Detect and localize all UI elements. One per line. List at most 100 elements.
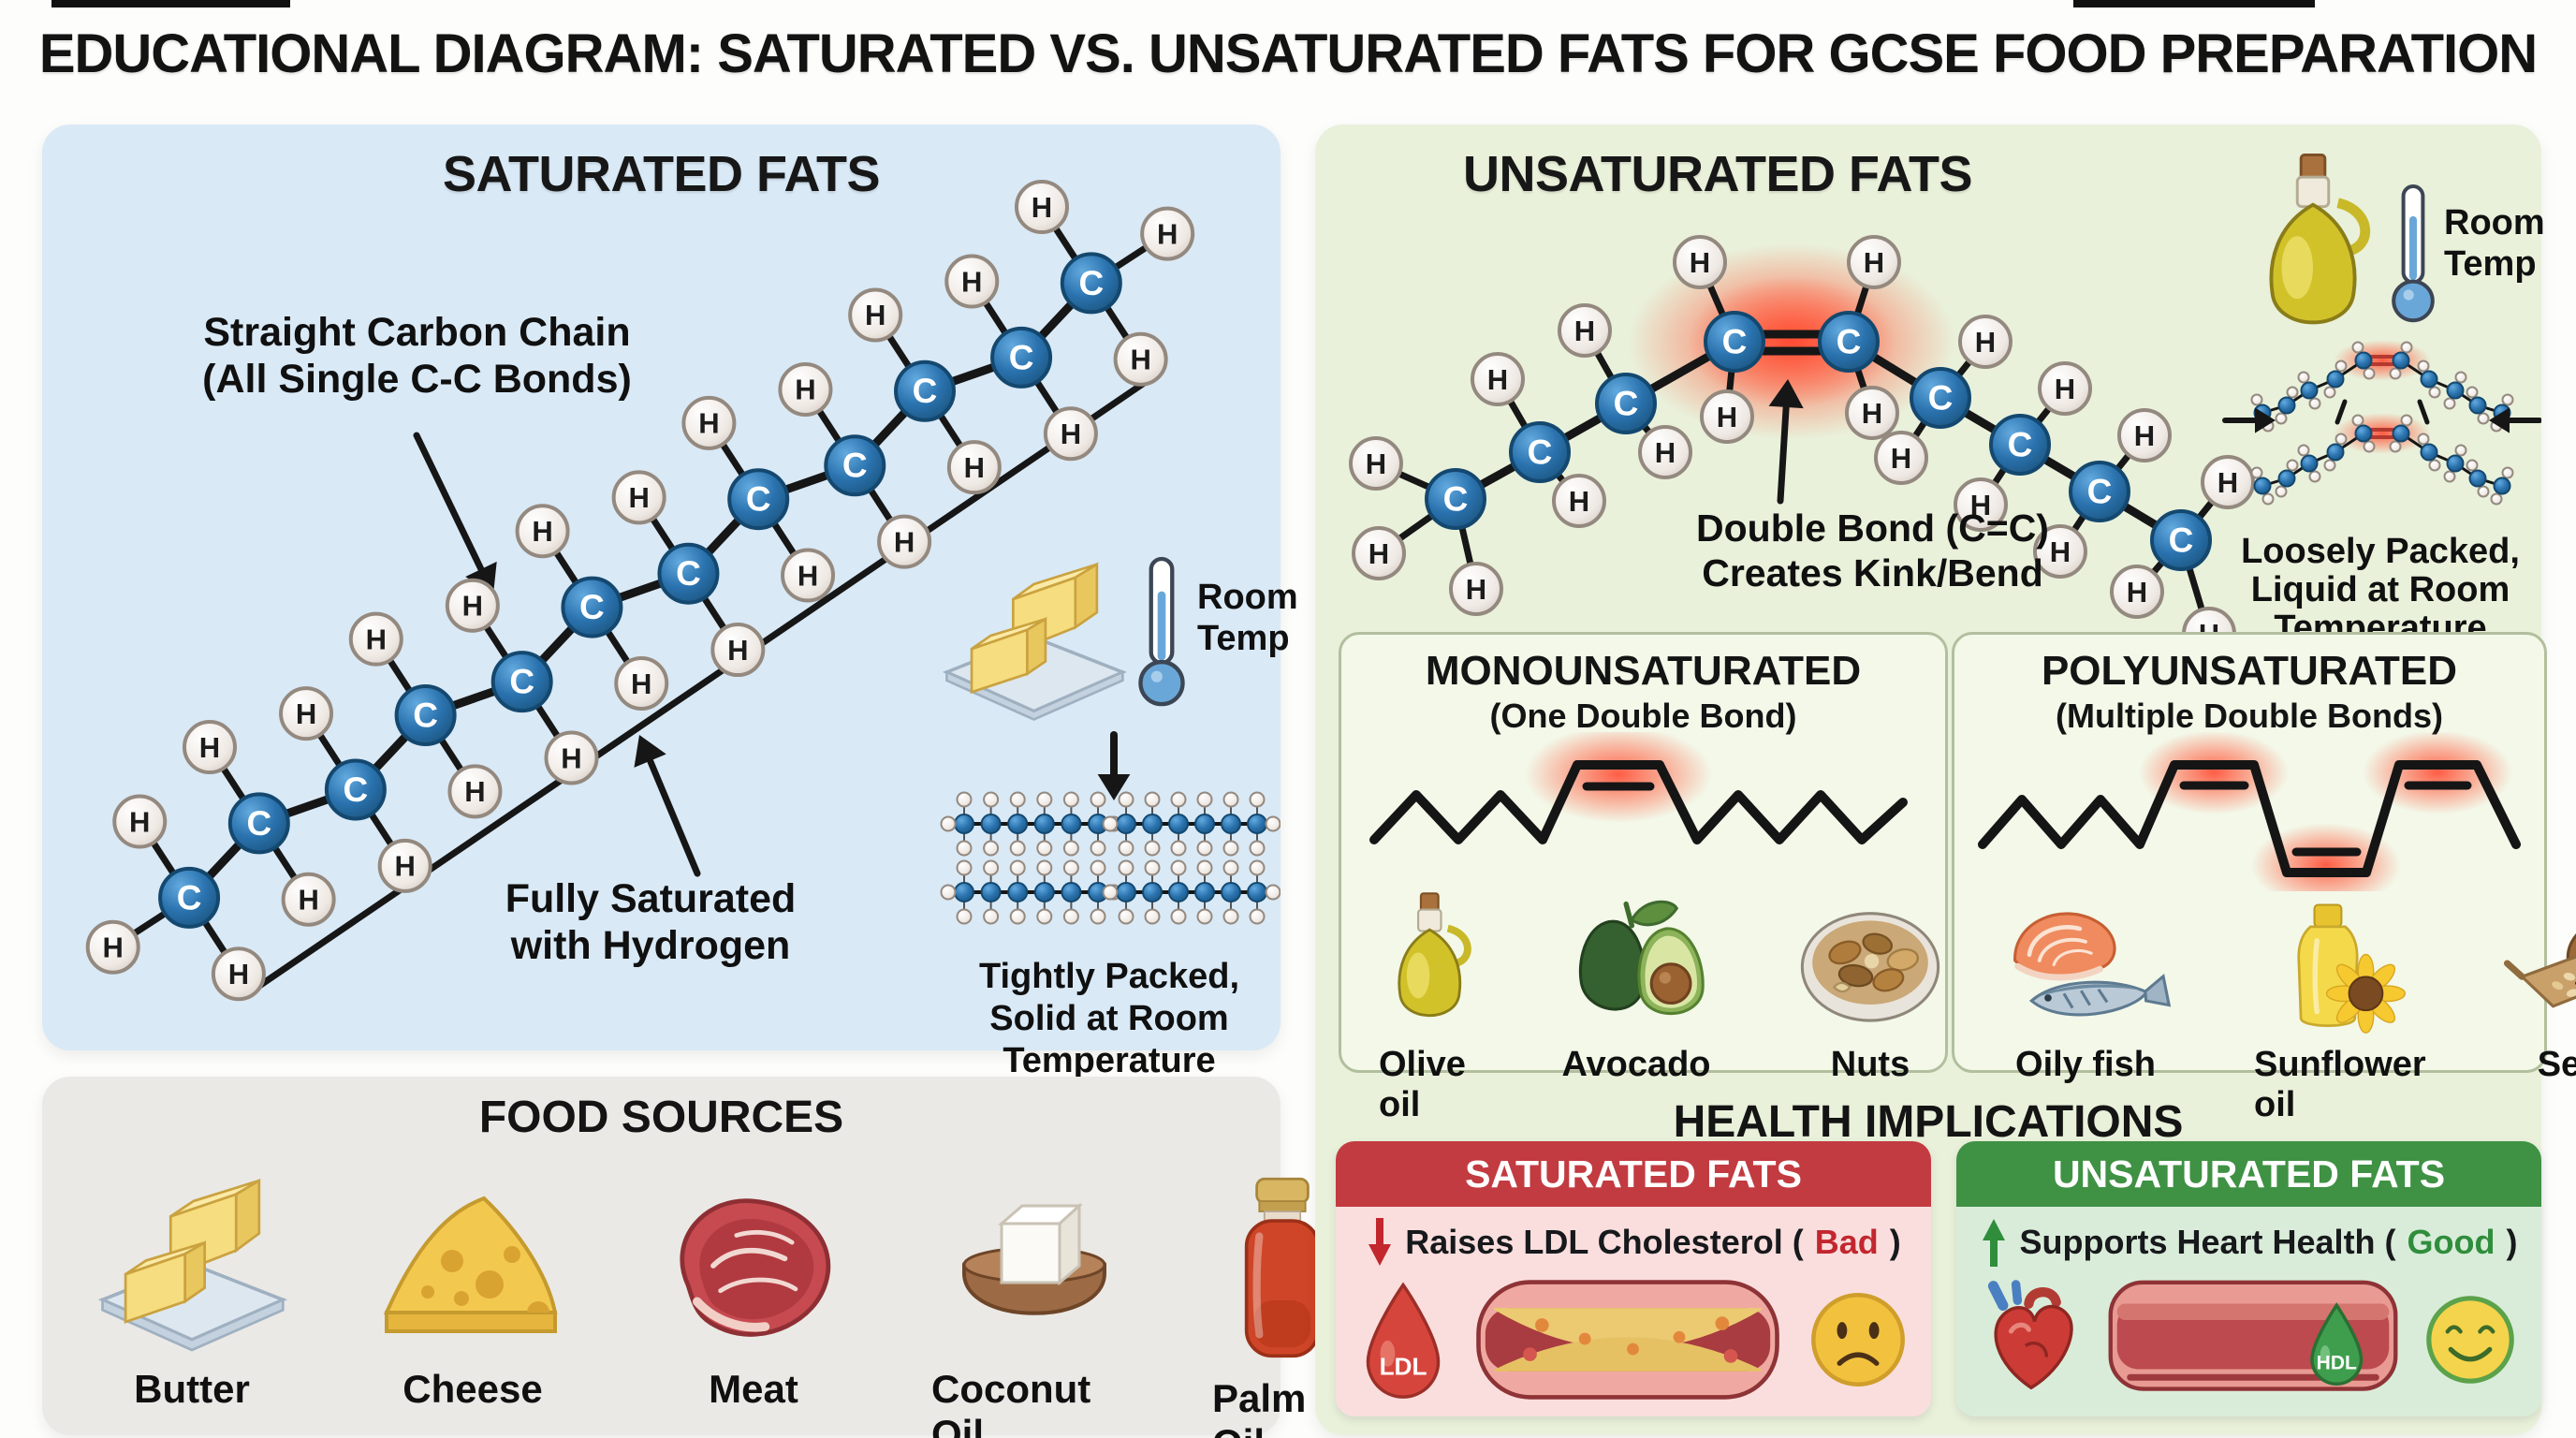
fully-saturated-label: Fully Saturated with Hydrogen	[505, 876, 797, 968]
svg-text:C: C	[746, 480, 771, 519]
svg-text:H: H	[199, 731, 220, 764]
palm-oil-icon	[1244, 1177, 1321, 1358]
svg-text:H: H	[1655, 436, 1676, 469]
health-saturated-box: SATURATED FATS Raises LDL Cholesterol (B…	[1336, 1141, 1931, 1416]
thermometer-icon	[2392, 184, 2435, 323]
svg-text:C: C	[676, 554, 701, 593]
monounsaturated-box: MONOUNSATURATED (One Double Bond) Olive …	[1339, 632, 1948, 1124]
svg-text:H: H	[628, 481, 649, 514]
butter-icon	[942, 562, 1127, 721]
svg-text:C: C	[2087, 472, 2113, 510]
health-unsaturated-box: UNSATURATED FATS Supports Heart Health (…	[1956, 1141, 2541, 1416]
svg-text:H: H	[1975, 326, 1996, 359]
tightly-packed-caption: Tightly Packed, Solid at Room Temperatur…	[978, 957, 1240, 1080]
mono-items: Olive oil Avocado	[1341, 874, 1945, 1140]
butter-icon	[97, 1178, 288, 1352]
svg-text:H: H	[129, 805, 150, 838]
svg-text:HDL: HDL	[2316, 1353, 2356, 1374]
svg-text:C: C	[579, 588, 605, 626]
svg-text:H: H	[1690, 246, 1710, 279]
mono-subtitle: (One Double Bond)	[1489, 697, 1797, 735]
sunflower	[2325, 953, 2406, 1034]
svg-text:H: H	[894, 525, 915, 558]
svg-text:H: H	[2055, 373, 2075, 405]
svg-text:H: H	[1466, 573, 1486, 606]
svg-text:H: H	[296, 697, 316, 730]
svg-text:H: H	[298, 884, 318, 917]
svg-text:H: H	[1061, 418, 1081, 450]
polyunsaturated-box: POLYUNSATURATED (Multiple Double Bonds)	[1952, 632, 2576, 1124]
food-item-avocado: Avocado	[1557, 889, 1716, 1125]
svg-text:H: H	[795, 374, 815, 406]
svg-text:H: H	[961, 265, 982, 298]
svg-text:H: H	[631, 668, 651, 700]
svg-text:H: H	[462, 590, 483, 623]
poly-zigzag-chain	[1978, 732, 2521, 891]
double-bond-label: Double Bond (C=C) Creates Kink/Bend	[1696, 506, 2049, 594]
poly-subtitle: (Multiple Double Bonds)	[2056, 697, 2443, 735]
food-item-coconut-oil: Coconut Oil	[931, 1172, 1137, 1438]
thermometer-icon	[1138, 556, 1185, 707]
svg-text:H: H	[1891, 442, 1911, 475]
svg-text:H: H	[1368, 537, 1389, 570]
svg-text:C: C	[842, 447, 868, 485]
svg-text:C: C	[2169, 521, 2194, 559]
svg-text:H: H	[698, 407, 719, 440]
page-title: EDUCATIONAL DIAGRAM: SATURATED VS. UNSAT…	[38, 23, 2538, 84]
health-implications-title: HEALTH IMPLICATIONS	[1673, 1097, 2184, 1147]
food-item-sunflower-oil: Sunflower oil	[2254, 889, 2426, 1125]
mono-zigzag-chain	[1369, 732, 1908, 844]
svg-text:H: H	[228, 958, 249, 990]
avocado-icon	[1578, 900, 1705, 1016]
svg-text:C: C	[177, 878, 202, 917]
clear-artery-hdl-icon: HDL	[2108, 1280, 2397, 1391]
svg-text:H: H	[1569, 485, 1589, 518]
food-item-meat: Meat	[651, 1172, 856, 1438]
food-sources-title: FOOD SOURCES	[478, 1093, 844, 1142]
svg-text:H: H	[1717, 401, 1737, 433]
crop-mark-right	[2073, 0, 2315, 7]
svg-text:H: H	[2217, 466, 2238, 499]
food-sources-panel: FOOD SOURCES Butter	[42, 1077, 1321, 1438]
nuts-icon	[1800, 912, 1940, 1022]
svg-text:C: C	[2008, 425, 2033, 463]
svg-text:H: H	[366, 623, 387, 655]
svg-text:H: H	[1487, 363, 1508, 396]
svg-text:C: C	[1837, 322, 1862, 360]
meat-icon	[680, 1198, 831, 1337]
food-item-oily-fish: Oily fish	[1992, 889, 2179, 1125]
svg-text:C: C	[1528, 433, 1553, 471]
seeds-icon	[2503, 932, 2576, 1008]
room-temp-label: Room Temp	[1197, 578, 1298, 658]
unsaturated-title: UNSATURATED FATS	[1463, 146, 1972, 202]
svg-text:C: C	[246, 804, 271, 843]
cheese-icon	[383, 1196, 558, 1333]
svg-text:H: H	[561, 741, 581, 774]
saturated-title: SATURATED FATS	[443, 146, 880, 202]
svg-text:C: C	[509, 663, 534, 701]
svg-text:H: H	[1864, 246, 1884, 279]
sunflower-oil-icon	[2297, 903, 2406, 1034]
loosely-packed-caption: Loosely Packed, Liquid at Room Temperatu…	[2241, 532, 2520, 649]
svg-text:C: C	[1614, 384, 1639, 422]
ldl-drop-icon: LDL	[1366, 1282, 1441, 1399]
svg-text:C: C	[1722, 322, 1748, 360]
health-unsaturated-effect: Supports Heart Health (Good)	[1956, 1216, 2541, 1269]
svg-text:C: C	[413, 696, 438, 734]
svg-text:C: C	[913, 372, 938, 410]
svg-text:H: H	[1130, 344, 1150, 376]
poly-title: POLYUNSATURATED	[2041, 648, 2458, 694]
svg-text:H: H	[1862, 397, 1882, 430]
coconut-oil-icon	[962, 1202, 1106, 1315]
mono-title: MONOUNSATURATED	[1425, 648, 1862, 694]
room-temp-group-unsaturated: Room Temp	[2249, 149, 2545, 358]
svg-text:H: H	[532, 515, 552, 548]
room-temp-group-saturated: Room Temp	[933, 548, 1298, 735]
happy-face-icon	[2426, 1296, 2514, 1384]
food-item-butter: Butter	[89, 1172, 295, 1438]
olive-oil-icon	[1398, 892, 1471, 1017]
svg-text:C: C	[1928, 378, 1954, 417]
clogged-artery-icon	[1476, 1280, 1779, 1400]
